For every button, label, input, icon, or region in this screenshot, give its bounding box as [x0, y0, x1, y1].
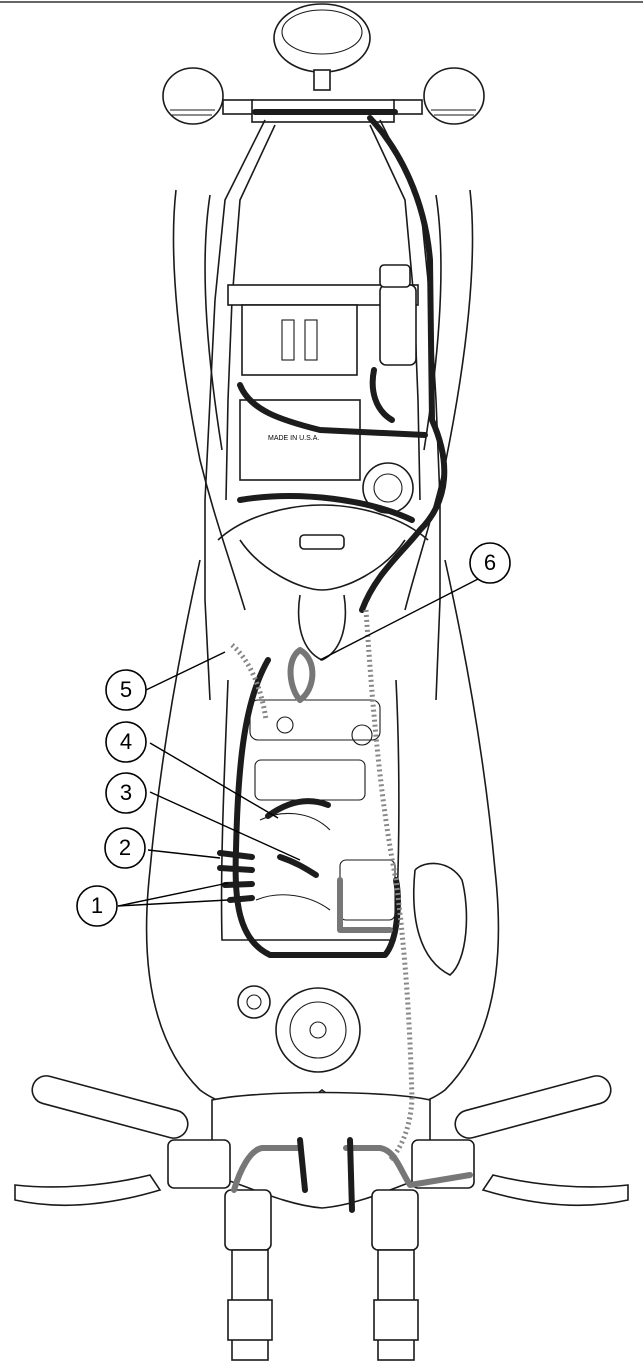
callout-2: 2 [104, 827, 146, 869]
frame-outline [145, 119, 500, 1110]
headlight [273, 3, 371, 91]
callout-6: 6 [469, 542, 511, 584]
right-turn-signal [391, 67, 485, 125]
handlebar-left [14, 1075, 189, 1206]
right-vent [412, 862, 468, 976]
wiring-harness-handlebar [231, 1137, 473, 1213]
fuel-cap [237, 985, 361, 1073]
callout-4: 4 [105, 721, 147, 763]
svg-text:6: 6 [484, 550, 496, 575]
callout-5: 5 [105, 669, 147, 711]
wiring-harness-dotted [230, 609, 415, 1162]
svg-text:3: 3 [120, 780, 132, 805]
electronics-tray: MADE IN U.S.A. [227, 264, 419, 514]
wiring-harness-main [237, 109, 448, 613]
svg-text:4: 4 [120, 729, 132, 754]
handlebar-right [454, 1075, 629, 1206]
callout-leaders [117, 577, 481, 907]
steering-head [239, 534, 406, 661]
callout-1: 1 [76, 885, 118, 927]
made-in-usa-label: MADE IN U.S.A. [268, 435, 319, 442]
wiring-harness-cavity [217, 647, 401, 958]
callout-3: 3 [105, 772, 147, 814]
svg-text:2: 2 [119, 835, 131, 860]
svg-text:5: 5 [120, 677, 132, 702]
svg-text:1: 1 [91, 893, 103, 918]
left-turn-signal [162, 67, 254, 125]
fork-legs [224, 1189, 419, 1361]
top-clamp [167, 1091, 475, 1209]
